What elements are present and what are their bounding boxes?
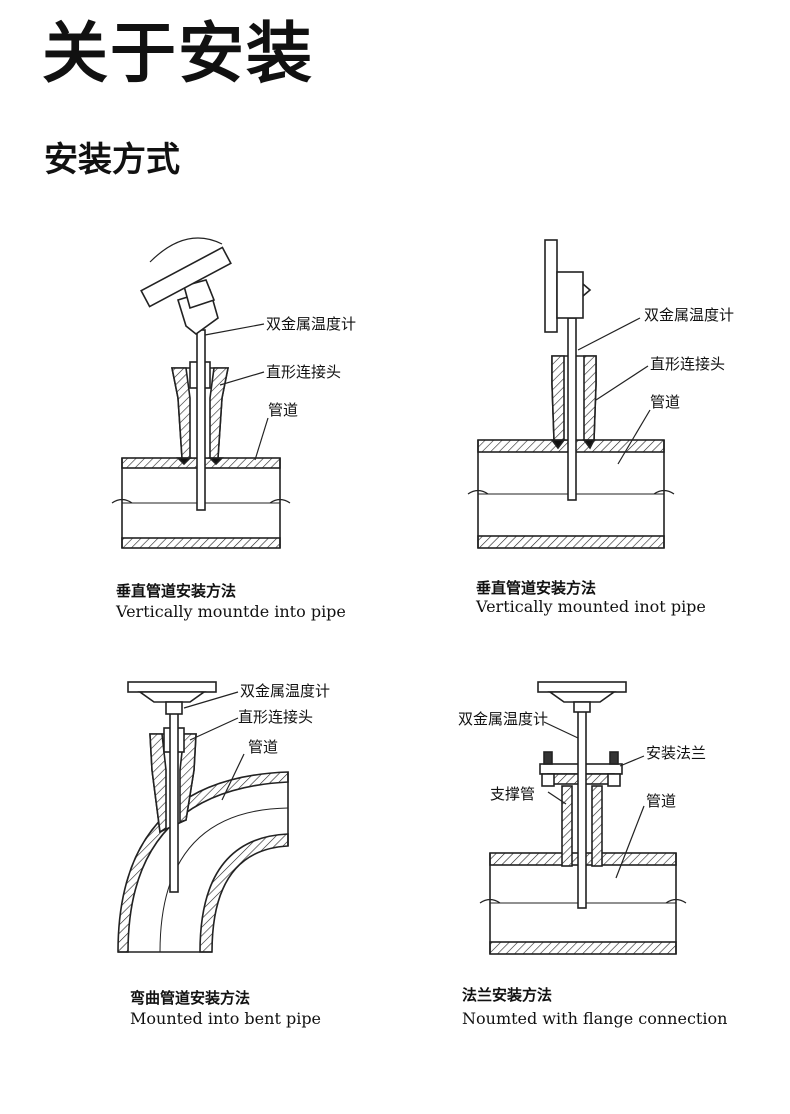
caption-en-2: Vertically mounted inot pipe: [475, 597, 706, 616]
label-flange-4: 安装法兰: [646, 744, 706, 762]
label-thermometer-1: 双金属温度计: [266, 315, 356, 333]
leader-lines-2: [577, 317, 651, 465]
label-pipe-1: 管道: [268, 401, 298, 419]
section-subtitle: 安装方式: [44, 140, 180, 180]
label-connector-3: 直形连接头: [238, 708, 313, 726]
pipe-2: [467, 439, 675, 549]
caption-cn-4: 法兰安装方法: [462, 986, 552, 1004]
caption-cn-3: 弯曲管道安装方法: [130, 989, 250, 1007]
leader-lines-1: [204, 323, 269, 461]
figure-vertical-mount-angled: 双金属温度计 直形连接头 管道 垂直管道安装方法 Vertically moun…: [111, 237, 356, 621]
caption-en-1: Vertically mountde into pipe: [115, 602, 346, 621]
bent-pipe-3: [117, 771, 289, 953]
page-title: 关于安装: [42, 15, 314, 92]
label-pipe-2: 管道: [650, 393, 680, 411]
thermometer-1: [140, 237, 232, 511]
label-pipe-3: 管道: [248, 738, 278, 756]
label-pipe-4: 管道: [646, 792, 676, 810]
figure-flange-mount: 双金属温度计 安装法兰 支撑管 管道 法兰安装方法 Noumted with f…: [458, 681, 727, 1028]
figure-bent-pipe-mount: 双金属温度计 直形连接头 管道 弯曲管道安装方法 Mounted into be…: [117, 681, 330, 1028]
label-connector-2: 直形连接头: [650, 355, 725, 373]
caption-en-3: Mounted into bent pipe: [130, 1009, 321, 1028]
caption-en-4: Noumted with flange connection: [462, 1009, 727, 1028]
label-thermometer-3: 双金属温度计: [240, 682, 330, 700]
thermometer-4: [537, 681, 627, 909]
label-connector-1: 直形连接头: [266, 363, 341, 381]
caption-cn-1: 垂直管道安装方法: [116, 582, 236, 600]
label-support-tube-4: 支撑管: [490, 785, 535, 803]
figure-vertical-mount-upright: 双金属温度计 直形连接头 管道 垂直管道安装方法 Vertically moun…: [467, 239, 734, 616]
support-tube-4: [561, 785, 603, 867]
caption-cn-2: 垂直管道安装方法: [476, 579, 596, 597]
label-thermometer-4: 双金属温度计: [458, 710, 548, 728]
leader-lines-3: [183, 691, 245, 801]
thermometer-3: [127, 681, 217, 893]
thermometer-2: [544, 239, 592, 501]
label-thermometer-2: 双金属温度计: [644, 306, 734, 324]
leader-lines-4: [543, 721, 645, 879]
